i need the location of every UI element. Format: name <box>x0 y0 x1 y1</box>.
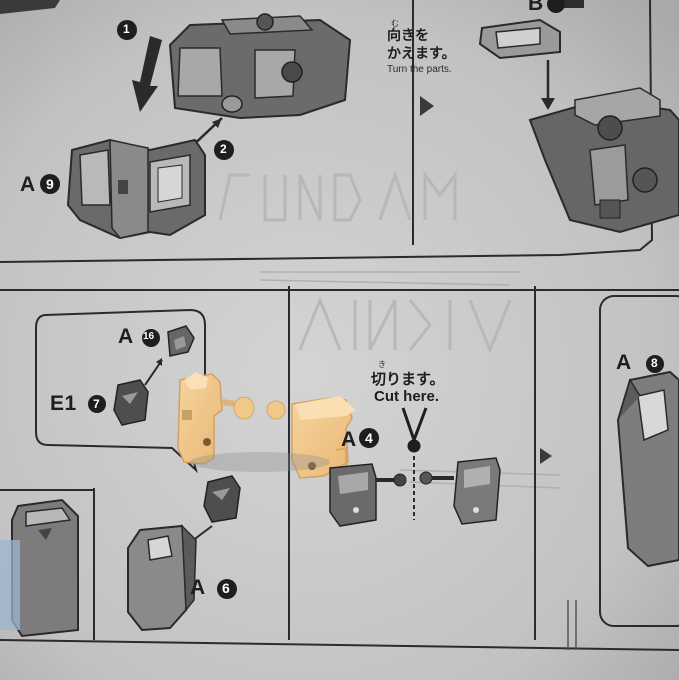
a4-label: A <box>341 428 357 451</box>
a16-label: A <box>118 325 134 348</box>
a16-small-part <box>167 325 195 357</box>
a16-number: 16 <box>143 331 155 342</box>
turn-jp-line1: 向きを <box>387 27 429 43</box>
nipper-icon <box>401 407 428 453</box>
e17-number: 7 <box>93 397 100 411</box>
a6-badge <box>217 579 237 599</box>
step2-number: 2 <box>220 142 227 156</box>
step1-arrow <box>132 36 162 112</box>
b-part-badge <box>547 0 565 13</box>
a9-number: 9 <box>46 176 54 192</box>
cut-ruby: き <box>378 360 386 369</box>
a4-badge <box>359 428 379 448</box>
turn-en: Turn the parts. <box>387 64 452 75</box>
cut-en: Cut here. <box>374 388 440 405</box>
e17-badge <box>88 395 106 413</box>
next-arrow-top <box>420 96 434 116</box>
yellow-part-shadow <box>190 452 330 472</box>
a4-left-part <box>329 463 407 527</box>
turn-jp-line2: かえます。 <box>387 45 456 61</box>
turn-ruby: む <box>391 19 399 28</box>
footer-code-mark <box>567 600 577 650</box>
a9-badge <box>40 174 60 194</box>
a16-arrow <box>144 359 163 386</box>
a4-number: 4 <box>365 430 373 446</box>
next-arrow-bottom <box>540 448 552 464</box>
a6-number: 6 <box>222 580 230 596</box>
leg-armor-part <box>11 498 79 638</box>
a8-label: A <box>616 351 632 374</box>
step1-badge <box>117 20 137 40</box>
cut-jp: 切ります。 <box>371 371 445 388</box>
a8-number: 8 <box>651 356 658 370</box>
a9-label: A <box>20 173 36 196</box>
a6-armor-part <box>127 524 197 632</box>
e17-small-part <box>113 379 149 426</box>
a16-badge <box>142 329 160 347</box>
b-label: B <box>528 0 544 15</box>
sheet-corner-top <box>0 0 60 14</box>
falling-part <box>203 475 241 523</box>
blue-label-patch <box>0 540 20 630</box>
b-part <box>478 18 561 60</box>
a4-right-part <box>419 457 501 525</box>
sheet-tab-top-right <box>548 0 584 8</box>
a9-armor-part <box>66 138 206 240</box>
upper-body-part <box>168 13 352 120</box>
panel-borders <box>0 0 679 651</box>
a8-armor-part <box>616 370 679 568</box>
yellow-part-left <box>177 372 255 465</box>
yellow-part-right <box>266 396 356 479</box>
watermark-lettering <box>218 170 512 355</box>
step2-badge <box>214 140 234 160</box>
a8-badge <box>646 355 664 373</box>
step1-number: 1 <box>123 22 130 36</box>
e17-label: E1 <box>50 392 77 415</box>
a6-label: A <box>190 576 206 599</box>
callout-bubble <box>35 308 206 474</box>
turned-body-part <box>528 87 679 234</box>
